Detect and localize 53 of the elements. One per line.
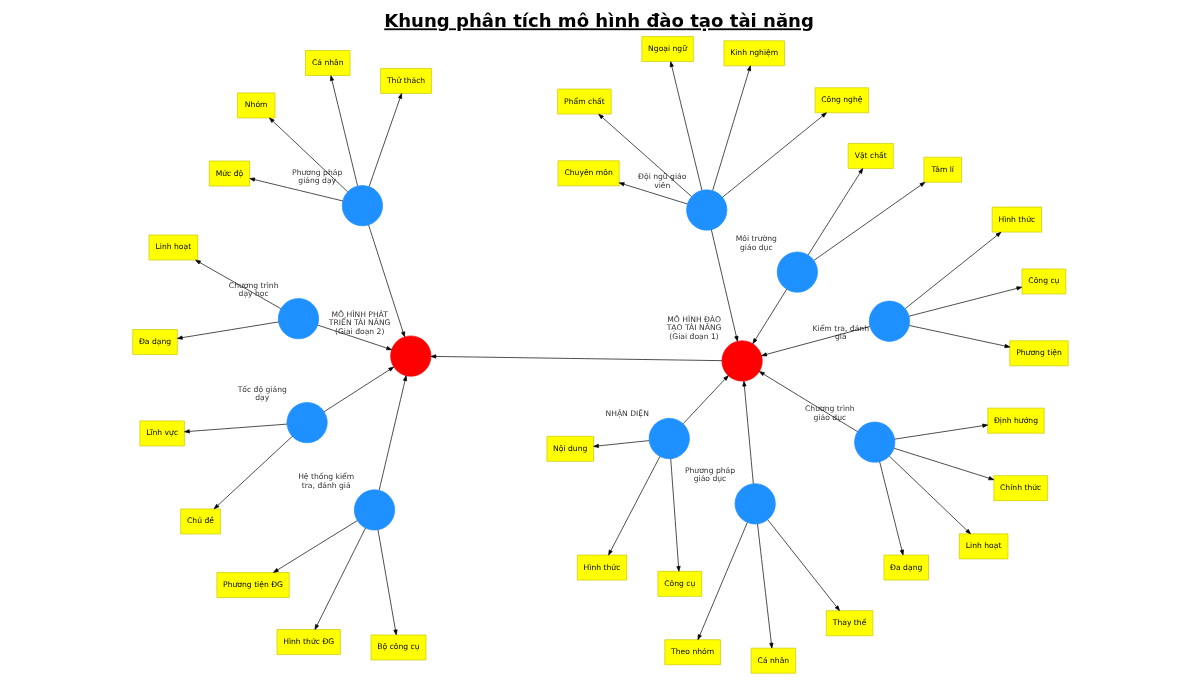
node-circle <box>685 189 727 231</box>
arrow <box>711 65 751 191</box>
arrow <box>378 375 407 491</box>
arrow <box>721 112 827 198</box>
node-circle <box>734 483 776 525</box>
arrow <box>377 529 397 636</box>
arrow <box>669 458 681 572</box>
node-circle <box>277 298 319 340</box>
arrow <box>760 326 870 357</box>
diagram-title: Khung phân tích mô hình đào tạo tài năng <box>383 10 814 32</box>
arrow <box>893 447 994 481</box>
arrow <box>607 456 660 556</box>
node-circle <box>868 300 910 342</box>
arrow <box>908 325 1010 349</box>
arrow <box>618 182 688 205</box>
arrow <box>592 440 649 448</box>
arrow <box>248 177 343 202</box>
arrow <box>194 259 281 309</box>
arrow <box>669 61 702 191</box>
arrow <box>697 522 748 640</box>
arrow <box>183 423 287 434</box>
arrow <box>752 288 787 344</box>
arrow <box>272 520 357 573</box>
arrow <box>813 181 925 261</box>
arrow <box>741 380 754 484</box>
arrow <box>367 224 405 338</box>
node-circle <box>776 251 818 293</box>
arrow <box>329 75 358 187</box>
node-circle <box>286 402 328 444</box>
arrow <box>893 423 988 440</box>
arrow <box>176 321 279 340</box>
arrow <box>597 113 692 197</box>
arrow <box>314 527 366 630</box>
node-circle <box>353 489 395 531</box>
arrow <box>904 231 1001 309</box>
arrow <box>908 286 1022 317</box>
arrow <box>758 371 858 432</box>
arrow <box>316 324 392 351</box>
arrow <box>878 461 904 556</box>
arrow <box>756 523 773 649</box>
arrow <box>807 168 863 256</box>
arrow <box>368 93 402 187</box>
node-circle <box>853 421 895 463</box>
arrow <box>323 366 394 412</box>
arrow <box>682 375 729 425</box>
arrow <box>268 117 348 193</box>
node-circle <box>341 185 383 227</box>
arrow <box>213 436 293 510</box>
arrow <box>710 229 738 342</box>
arrow <box>888 455 971 535</box>
arrow <box>766 519 840 611</box>
node-circle <box>648 418 690 460</box>
arrow <box>430 354 722 361</box>
